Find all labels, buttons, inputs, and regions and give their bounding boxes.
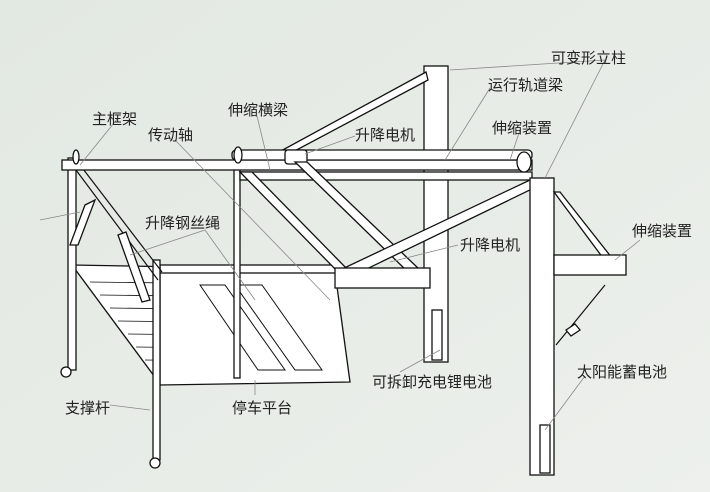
front-support-rod [152,259,161,461]
label-deformable-column: 可变形立柱 [551,49,626,67]
label-parking-platform: 停车平台 [232,399,292,417]
label-lift-wire-rope: 升降钢丝绳 [145,214,220,232]
labels: 可变形立柱 运行轨道梁 主框架 伸缩横梁 传动轴 升降电机 伸缩装置 升降钢丝绳… [65,49,692,417]
label-main-frame: 主框架 [92,110,137,128]
label-lift-motor-mid: 升降电机 [460,236,520,254]
lift-motor-top [284,149,308,165]
track-beam [239,171,533,181]
rear-inner-post [233,167,241,379]
label-telescopic-beam: 伸缩横梁 [228,101,288,119]
label-removable-battery: 可拆卸充电锂电池 [372,373,492,391]
drive-shaft-coupling [233,146,243,164]
label-track-beam: 运行轨道梁 [488,76,563,94]
label-drive-shaft: 传动轴 [148,126,193,144]
structure [60,65,627,476]
lift-motor-mid-housing [334,267,431,289]
telescopic-beam [231,149,533,161]
leader-lines [39,59,641,431]
left-front-post [67,157,77,371]
right-telescopic-device [553,254,627,276]
label-solar-battery: 太阳能蓄电池 [577,363,667,381]
label-telescopic-device-top: 伸缩装置 [492,119,552,137]
label-lift-motor-top: 升降电机 [355,126,415,144]
label-support-rod: 支撑杆 [65,399,110,417]
label-telescopic-device-right: 伸缩装置 [632,222,692,240]
